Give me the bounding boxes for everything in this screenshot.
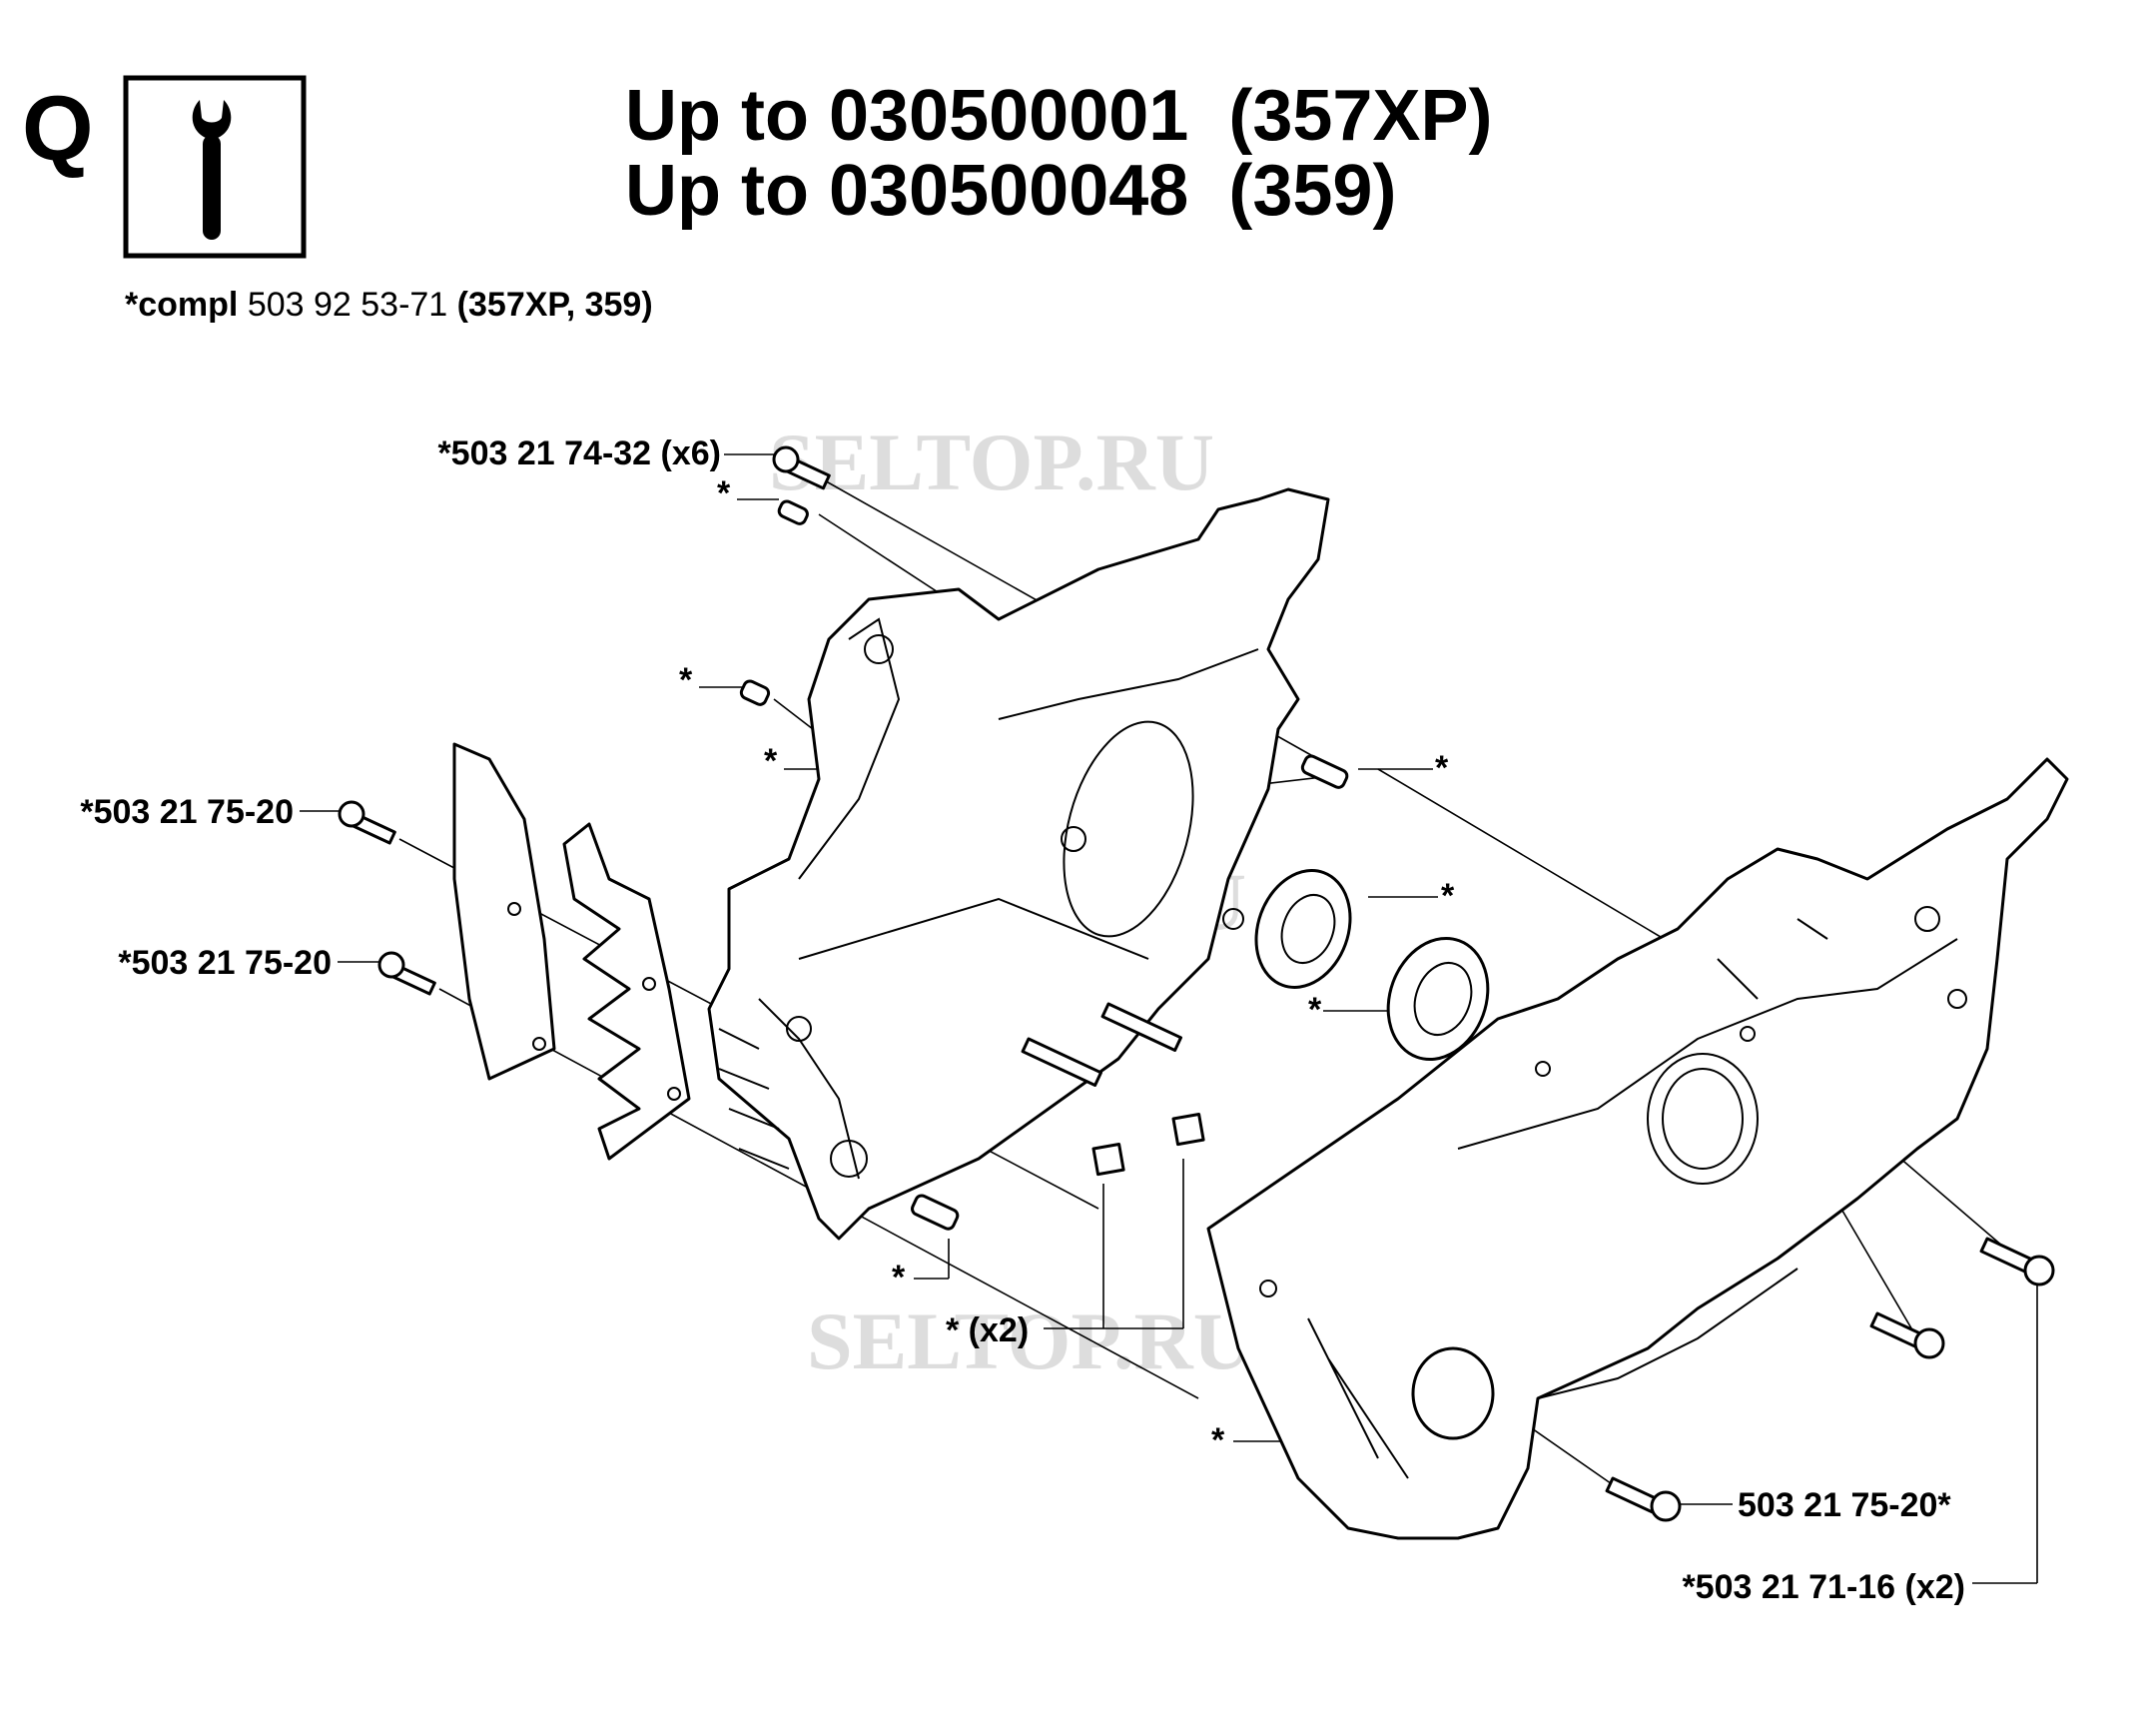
compl-models: (357XP, 359) (457, 286, 653, 324)
pin (911, 1194, 960, 1231)
watermark: SELTOP.RU (769, 417, 1214, 507)
label-screw-left-2: *503 21 75-20 (118, 944, 332, 982)
label-screw-right-x2: *503 21 71-16 (x2) (1682, 1568, 1965, 1606)
bearing (1386, 936, 1490, 1062)
compl-number: 503 92 53-71 (248, 286, 447, 324)
bolt (1100, 1002, 1205, 1147)
screw (1979, 1237, 2055, 1287)
pin (777, 499, 809, 525)
crankcase-left-half (707, 487, 1330, 1241)
label-crankcase-left: * (764, 742, 778, 780)
wrench-icon (123, 75, 307, 259)
label-bearing-1: * (1441, 877, 1455, 915)
label-pin-bottom: * (892, 1259, 906, 1296)
screw (338, 800, 396, 845)
screw (772, 445, 831, 490)
title-line-2: Up to 030500048 (359) (625, 151, 1396, 231)
title-line-1: Up to 030500001 (357XP) (625, 76, 1492, 156)
baffle-plate (562, 822, 691, 1161)
label-filter-plug: * (679, 661, 693, 699)
label-screw-top: *503 21 74-32 (x6) (437, 434, 721, 472)
cover-plate (452, 742, 556, 1081)
label-bolts-x2: * (x2) (946, 1311, 1029, 1349)
compl-line: *compl 503 92 53-71 (357XP, 359) (125, 286, 653, 324)
pin (1300, 754, 1349, 789)
label-crankcase-right: * (1211, 1421, 1225, 1459)
label-pin-top: * (717, 474, 731, 512)
watermark: SELTOP.RU (807, 1295, 1252, 1386)
label-pin-right: * (1435, 749, 1449, 787)
label-screw-right-bottom: 503 21 75-20* (1738, 1486, 1951, 1524)
screw (377, 951, 436, 996)
section-letter: Q (22, 78, 94, 180)
screw (1869, 1311, 1945, 1359)
screw (1605, 1476, 1682, 1522)
compl-prefix: *compl (125, 286, 238, 324)
bearing (1254, 869, 1352, 989)
bolt (1021, 1037, 1125, 1177)
filter-plug (739, 679, 771, 706)
crankcase-right-half (1206, 757, 2069, 1540)
label-bearing-2: * (1308, 991, 1322, 1029)
label-screw-left-1: *503 21 75-20 (80, 793, 294, 831)
